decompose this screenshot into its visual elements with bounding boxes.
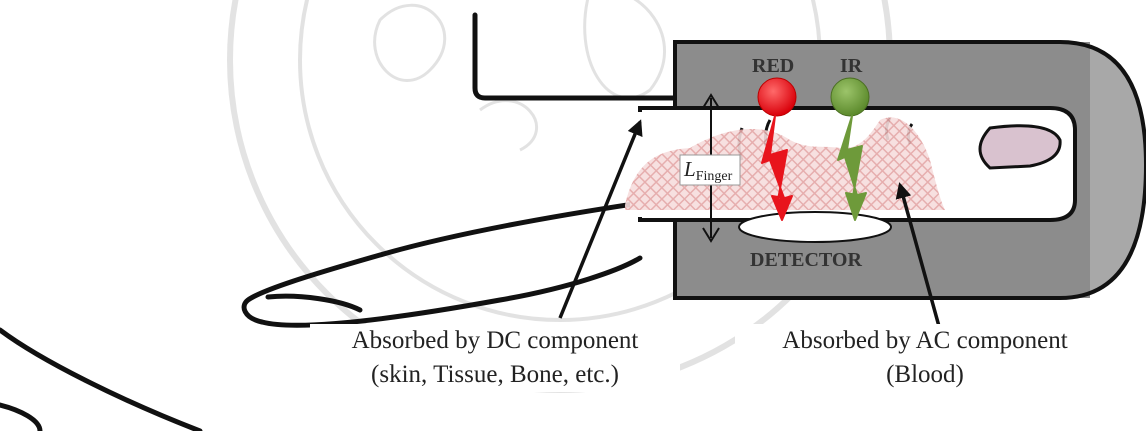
dc-caption-line1: Absorbed by DC component (310, 324, 680, 358)
dc-pointer-arrow (560, 122, 640, 318)
red-led-label: RED (752, 55, 794, 77)
detector-sensor (739, 212, 891, 242)
dc-caption: Absorbed by DC component (skin, Tissue, … (310, 324, 680, 392)
ac-caption-line1: Absorbed by AC component (735, 324, 1115, 358)
dc-caption-line2: (skin, Tissue, Bone, etc.) (310, 358, 680, 392)
ir-led-label: IR (840, 55, 863, 77)
detector-label: DETECTOR (750, 249, 862, 271)
finger-nail (980, 126, 1060, 168)
ac-caption-line2: (Blood) (735, 358, 1115, 392)
ac-caption: Absorbed by AC component (Blood) (735, 324, 1115, 392)
